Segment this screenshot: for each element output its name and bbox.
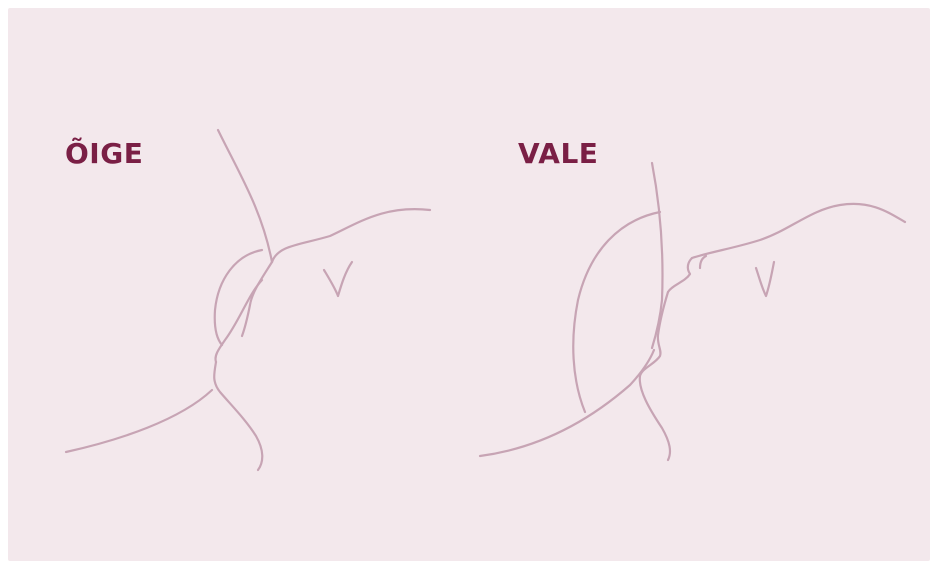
breast-outline-left — [218, 130, 272, 262]
baby-head-left — [272, 209, 430, 262]
correct-latch-drawing — [66, 130, 430, 470]
areola-left — [215, 250, 262, 345]
breast-underside-left — [66, 390, 212, 452]
breast-underside-right — [480, 350, 654, 456]
baby-eye-left — [324, 262, 352, 296]
areola-right — [573, 212, 660, 412]
baby-chin-left — [214, 362, 262, 470]
baby-nostril-right — [700, 256, 706, 268]
baby-nose-left — [242, 262, 272, 336]
wrong-latch-drawing — [480, 163, 905, 460]
baby-head-right — [692, 204, 905, 258]
baby-eye-right — [756, 262, 774, 296]
baby-nose-right — [668, 258, 692, 292]
baby-chin-right — [640, 292, 670, 460]
